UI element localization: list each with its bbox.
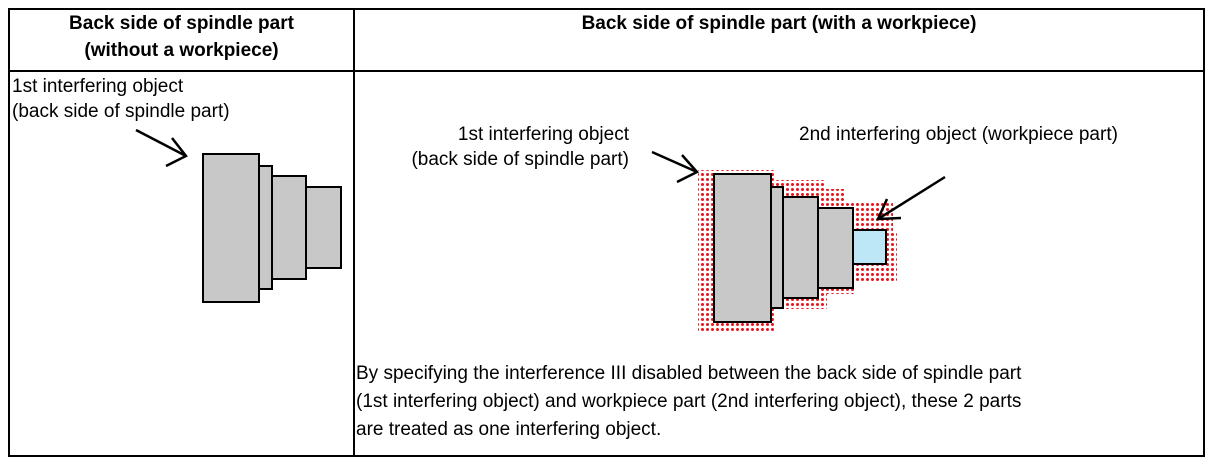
explanation-note: By specifying the interference III disab…: [356, 360, 1196, 444]
header-right-title: Back side of spindle part (with a workpi…: [581, 13, 977, 34]
left-label-line2: (back side of spindle part): [12, 101, 230, 122]
left-spindle-drawing: [135, 128, 342, 303]
right-spindle-step-1: [713, 173, 772, 323]
second-object-label: 2nd interfering object (workpiece part): [799, 124, 1118, 145]
header-with-workpiece: Back side of spindle part (with a workpi…: [353, 8, 1205, 72]
left-arrow-head: [165, 137, 188, 168]
header-without-workpiece: Back side of spindle part (without a wor…: [8, 8, 355, 72]
right-spindle-drawing: [651, 150, 946, 331]
first-object-label: 1st interfering object (back side of spi…: [363, 122, 629, 172]
note-line1: By specifying the interference III disab…: [356, 363, 1022, 384]
right-spindle-step-3: [782, 196, 819, 299]
right-arrow2-head: [876, 198, 902, 221]
left-arrow-shaft: [135, 128, 187, 158]
note-line2: (1st interfering object) and workpiece p…: [356, 391, 1022, 412]
note-line3: are treated as one interfering object.: [356, 419, 662, 440]
header-row: Back side of spindle part (without a wor…: [8, 8, 1205, 72]
right-spindle-step-4: [817, 207, 854, 289]
panel-with-workpiece: 1st interfering object (back side of spi…: [353, 70, 1205, 457]
right-arrow1-head: [676, 154, 700, 184]
header-left-line2: (without a workpiece): [84, 40, 279, 61]
first-object-label-line2: (back side of spindle part): [411, 149, 629, 170]
panel-without-workpiece: 1st interfering object (back side of spi…: [8, 70, 355, 457]
workpiece-part: [852, 229, 887, 265]
right-spindle-step-2: [770, 186, 784, 309]
left-object-label: 1st interfering object (back side of spi…: [12, 74, 230, 124]
content-row: 1st interfering object (back side of spi…: [8, 70, 1205, 457]
comparison-table: Back side of spindle part (without a wor…: [8, 8, 1205, 457]
first-object-label-line1: 1st interfering object: [457, 124, 629, 145]
right-arrow2-shaft: [877, 175, 946, 221]
left-spindle-step-1: [202, 153, 260, 303]
left-spindle-step-4: [305, 186, 342, 269]
left-spindle-step-3: [271, 175, 307, 280]
left-spindle-step-2: [258, 165, 273, 290]
header-left-line1: Back side of spindle part: [69, 13, 294, 34]
right-arrow1-shaft: [651, 150, 698, 174]
left-label-line1: 1st interfering object: [12, 76, 184, 97]
